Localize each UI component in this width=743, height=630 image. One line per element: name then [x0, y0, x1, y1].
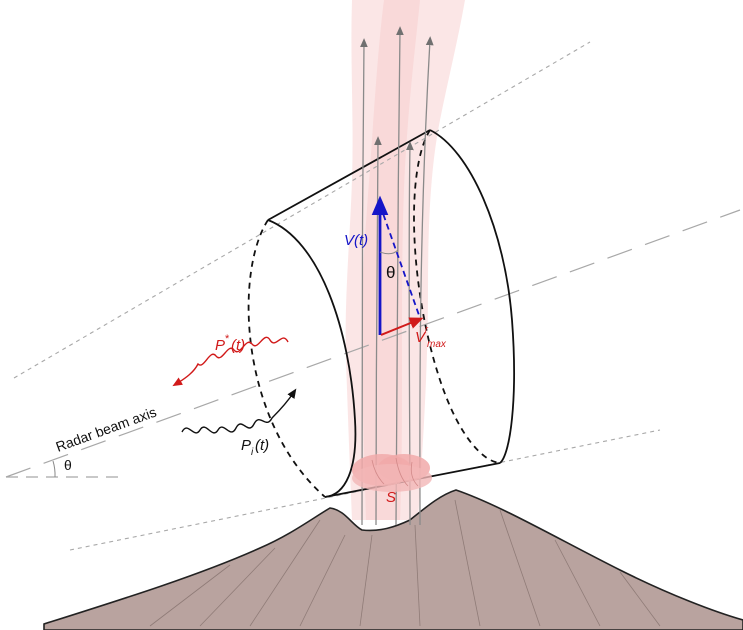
source-surface: [352, 454, 432, 492]
theta-arc-cone: [379, 249, 399, 255]
p-incident-tail: (t): [255, 437, 269, 454]
incident-power-label: P i (t): [241, 437, 269, 458]
beam-upper-guide: [13, 41, 591, 379]
velocity-label: V(t): [344, 232, 368, 249]
radar-beam-axis-label: Radar beam axis: [54, 404, 159, 455]
theta-cone-label: θ: [386, 263, 395, 282]
backscattered-power-label: P * (t): [215, 333, 245, 354]
p-backscatter-sup: *: [225, 333, 230, 345]
cylinder-far-face-back: [413, 129, 501, 464]
radial-velocity-vector: [380, 317, 424, 336]
v-max-sup: r: [425, 324, 429, 334]
beam-axis-line: [5, 209, 741, 478]
theta-arc-bottom: [52, 460, 56, 478]
v-max-sub: max: [427, 339, 447, 350]
radial-velocity-label: V r max: [415, 324, 447, 350]
p-incident-sub: i: [251, 447, 254, 458]
backscattered-power-wave: [172, 336, 289, 387]
theta-bottom-label: θ: [64, 457, 72, 473]
volcano-hatching: [149, 499, 661, 627]
surface-label: S: [386, 489, 396, 506]
p-incident-main: P: [241, 437, 251, 454]
cylinder-far-face-front: [429, 129, 515, 464]
cylinder-top-edge: [267, 129, 431, 221]
p-backscatter-tail: (t): [231, 337, 245, 354]
incident-power-wave: [181, 388, 297, 434]
p-backscatter-main: P: [215, 337, 225, 354]
v-max-main: V: [415, 329, 427, 346]
volcano: [43, 489, 743, 630]
cylinder-near-face-back: [267, 219, 357, 498]
cylinder-near-face-front: [247, 219, 326, 498]
